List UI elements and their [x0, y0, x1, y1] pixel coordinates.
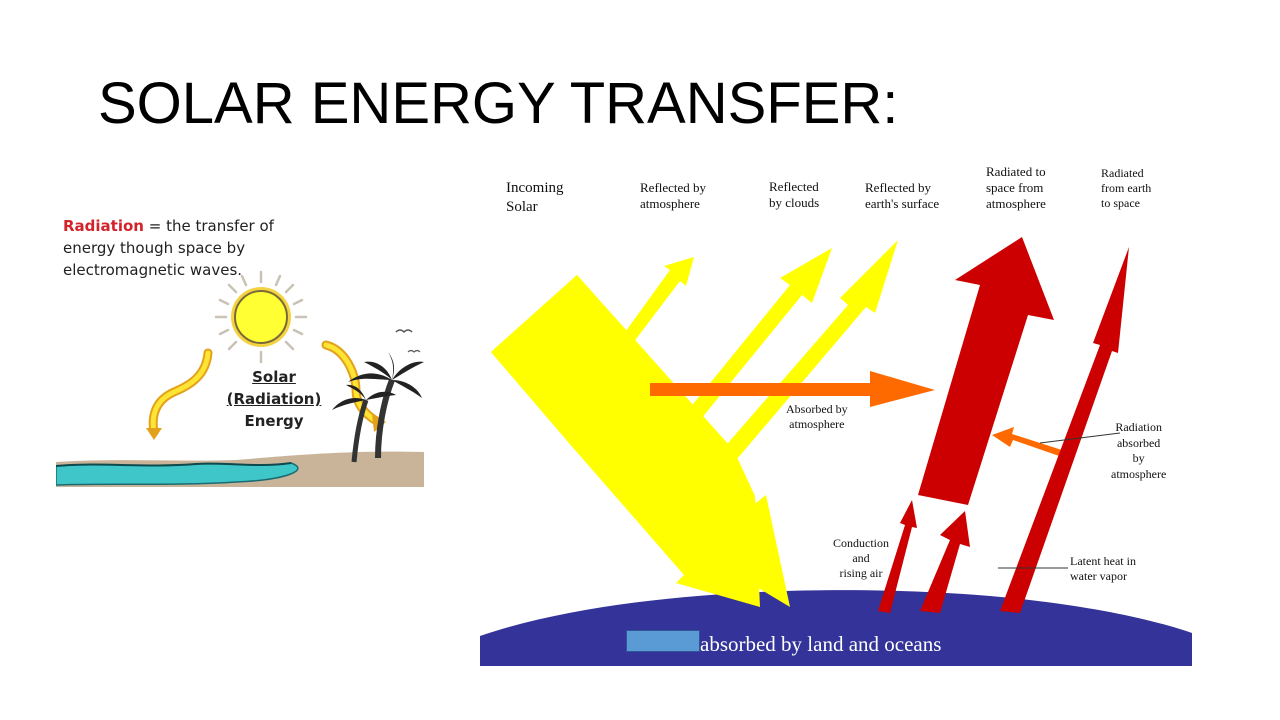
radiated-earth-arrow	[1000, 247, 1129, 613]
definition-text: = the transfer of energy though space by…	[63, 217, 274, 279]
sun-label-energy: Energy	[244, 412, 304, 430]
conduction-arrow-1	[878, 500, 917, 613]
label-radiated-atmosphere: Radiated to space from atmosphere	[986, 164, 1046, 211]
sun-label-radiation: (Radiation)	[226, 390, 322, 408]
ground-label: absorbed by land and oceans	[700, 632, 942, 656]
page-title: SOLAR ENERGY TRANSFER:	[98, 71, 899, 136]
radiation-absorbed-arrow	[992, 427, 1065, 457]
beach-scene-graphic	[56, 200, 424, 487]
highlight-box	[626, 630, 700, 652]
radiated-atmosphere-arrow	[918, 237, 1054, 505]
label-radiated-earth: Radiated from earth to space	[1101, 166, 1152, 210]
radiation-illustration: Radiation = the transfer of energy thoug…	[56, 200, 424, 487]
label-conduction: Conduction and rising air	[833, 536, 889, 580]
curved-arrow-left-head	[146, 428, 162, 440]
sun-label-solar: Solar	[252, 368, 296, 386]
label-absorbed-atmosphere: Absorbed by atmosphere	[786, 402, 848, 431]
conduction-arrow-2	[920, 511, 970, 613]
label-reflected-surface: Reflected by earth's surface	[865, 180, 940, 211]
label-reflected-atmosphere: Reflected by atmosphere	[640, 180, 707, 211]
energy-budget-diagram: Incoming Solar Reflected by atmosphere R…	[480, 155, 1192, 666]
palm-trees	[332, 352, 424, 463]
sun-label: Solar (Radiation) Energy	[224, 366, 324, 432]
label-incoming-solar: Incoming Solar	[506, 180, 564, 215]
absorbed-atmosphere-arrow	[650, 371, 935, 407]
radiation-definition: Radiation = the transfer of energy thoug…	[63, 215, 303, 281]
label-latent-heat: Latent heat in water vapor	[1070, 554, 1136, 583]
radiation-pointer-line	[1039, 432, 1121, 444]
label-reflected-clouds: Reflected by clouds	[769, 179, 820, 210]
sun-rays	[214, 270, 308, 364]
definition-term: Radiation	[63, 217, 144, 235]
label-radiation-absorbed: Radiation absorbed by atmosphere	[1111, 420, 1167, 481]
